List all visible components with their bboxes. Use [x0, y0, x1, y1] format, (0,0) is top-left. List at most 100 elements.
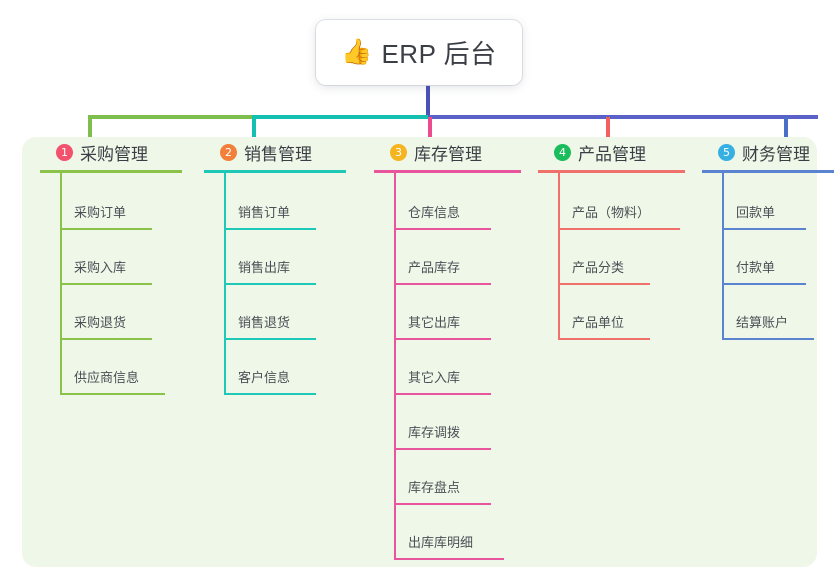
branch-item-label: 库存调拨: [408, 425, 461, 440]
branch-number-badge: 1: [56, 143, 73, 161]
branch-item-underline: [224, 393, 316, 395]
branch-item-underline: [60, 228, 152, 230]
branch-item-underline: [60, 283, 152, 285]
branch-item-underline: [722, 338, 814, 340]
branch-item-underline: [60, 393, 165, 395]
branch-item-label: 其它入库: [408, 370, 461, 385]
branch-item[interactable]: 客户信息: [224, 340, 364, 395]
branch-item[interactable]: 产品（物料）: [558, 175, 703, 230]
branch-number-badge: 5: [718, 143, 735, 161]
branch-number-badge: 2: [220, 143, 237, 161]
branch-underline: [374, 170, 521, 173]
branch-item[interactable]: 销售出库: [224, 230, 364, 285]
branch-item-underline: [722, 228, 806, 230]
branch-item-label: 产品分类: [572, 260, 625, 275]
branches-panel: 1 采购管理采购订单采购入库采购退货供应商信息 2 销售管理销售订单销售出库销售退货客…: [22, 137, 834, 567]
branch-header-product[interactable]: 4 产品管理: [538, 137, 703, 167]
branch-item-label: 回款单: [736, 205, 776, 220]
branch-header-purchase[interactable]: 1 采购管理: [40, 137, 200, 167]
branch-number-badge: 3: [390, 143, 407, 161]
branch-header-inventory[interactable]: 3 库存管理: [374, 137, 539, 167]
branch-item[interactable]: 其它入库: [394, 340, 539, 395]
branch-item[interactable]: 供应商信息: [60, 340, 200, 395]
root-node-title: ERP 后台: [381, 39, 497, 69]
branch-title: 库存管理: [414, 144, 482, 164]
branch-items-product: 产品（物料） 产品分类产品单位: [558, 173, 703, 340]
branch-item-underline: [394, 558, 504, 560]
drop-inventory: [428, 117, 432, 152]
root-trunk-connector: [426, 85, 430, 119]
branch-item[interactable]: 仓库信息: [394, 175, 539, 230]
branch-item-label: 采购退货: [74, 315, 127, 330]
branch-item-underline: [394, 503, 491, 505]
branch-items-purchase: 采购订单采购入库采购退货供应商信息: [60, 173, 200, 395]
branch-item-label: 销售退货: [238, 315, 291, 330]
branch-items-inventory: 仓库信息产品库存其它出库其它入库库存调拨库存盘点出库库明细: [394, 173, 539, 560]
branch-item-label: 出库库明细: [408, 535, 474, 550]
branch-column-purchase: 1 采购管理采购订单采购入库采购退货供应商信息: [40, 137, 200, 395]
branch-column-sales: 2 销售管理销售订单销售出库销售退货客户信息: [204, 137, 364, 395]
branch-column-inventory: 3 库存管理仓库信息产品库存其它出库其它入库库存调拨库存盘点出库库明细: [374, 137, 539, 560]
branch-item-label: 库存盘点: [408, 480, 461, 495]
branch-item-label: 产品（物料）: [572, 205, 651, 220]
branch-underline: [702, 170, 834, 173]
branch-item-underline: [394, 393, 491, 395]
branch-item-label: 产品库存: [408, 260, 461, 275]
branch-item[interactable]: 销售订单: [224, 175, 364, 230]
branch-item-underline: [224, 283, 316, 285]
drop-product: [606, 117, 610, 152]
branch-item[interactable]: 付款单: [722, 230, 839, 285]
branch-item[interactable]: 采购退货: [60, 285, 200, 340]
branch-item-label: 销售出库: [238, 260, 291, 275]
bus-teal: [252, 115, 430, 119]
branch-item[interactable]: 库存调拨: [394, 395, 539, 450]
branch-item[interactable]: 出库库明细: [394, 505, 539, 560]
branch-underline: [40, 170, 182, 173]
branch-item-label: 仓库信息: [408, 205, 461, 220]
branch-title: 财务管理: [742, 144, 810, 164]
branch-item-underline: [394, 338, 491, 340]
branch-item-underline: [224, 338, 316, 340]
drop-sales: [252, 117, 256, 152]
branch-item-label: 供应商信息: [74, 370, 140, 385]
thumbs-up-icon: 👍: [341, 38, 373, 66]
branch-item[interactable]: 结算账户: [722, 285, 839, 340]
branch-item[interactable]: 其它出库: [394, 285, 539, 340]
branch-item[interactable]: 产品单位: [558, 285, 703, 340]
branch-item-label: 结算账户: [736, 315, 789, 330]
branch-header-finance[interactable]: 5 财务管理: [702, 137, 839, 167]
branch-title: 销售管理: [244, 144, 312, 164]
branch-title: 产品管理: [578, 144, 646, 164]
branch-item-label: 付款单: [736, 260, 776, 275]
branch-spine: [722, 173, 724, 338]
branch-item-label: 产品单位: [572, 315, 625, 330]
branch-items-finance: 回款单付款单结算账户: [722, 173, 839, 340]
branch-item[interactable]: 采购订单: [60, 175, 200, 230]
branch-header-sales[interactable]: 2 销售管理: [204, 137, 364, 167]
branch-underline: [204, 170, 346, 173]
branch-item[interactable]: 产品分类: [558, 230, 703, 285]
branch-item[interactable]: 回款单: [722, 175, 839, 230]
branch-item-label: 其它出库: [408, 315, 461, 330]
branch-spine: [394, 173, 396, 558]
branch-number-badge: 4: [554, 143, 571, 161]
drop-purchase: [88, 117, 92, 152]
root-node[interactable]: 👍 ERP 后台: [316, 20, 522, 85]
branch-item[interactable]: 采购入库: [60, 230, 200, 285]
branch-item-label: 采购订单: [74, 205, 127, 220]
branch-item-label: 客户信息: [238, 370, 291, 385]
branch-item-label: 销售订单: [238, 205, 291, 220]
branch-item-underline: [558, 283, 650, 285]
branch-item[interactable]: 库存盘点: [394, 450, 539, 505]
branch-underline: [538, 170, 685, 173]
branch-item-underline: [60, 338, 152, 340]
branch-column-finance: 5 财务管理回款单付款单结算账户: [702, 137, 839, 340]
branch-item-underline: [558, 338, 650, 340]
branch-item[interactable]: 产品库存: [394, 230, 539, 285]
branch-item-label: 采购入库: [74, 260, 127, 275]
branch-spine: [558, 173, 560, 338]
branch-title: 采购管理: [80, 144, 148, 164]
branch-item[interactable]: 销售退货: [224, 285, 364, 340]
branch-item-underline: [722, 283, 806, 285]
